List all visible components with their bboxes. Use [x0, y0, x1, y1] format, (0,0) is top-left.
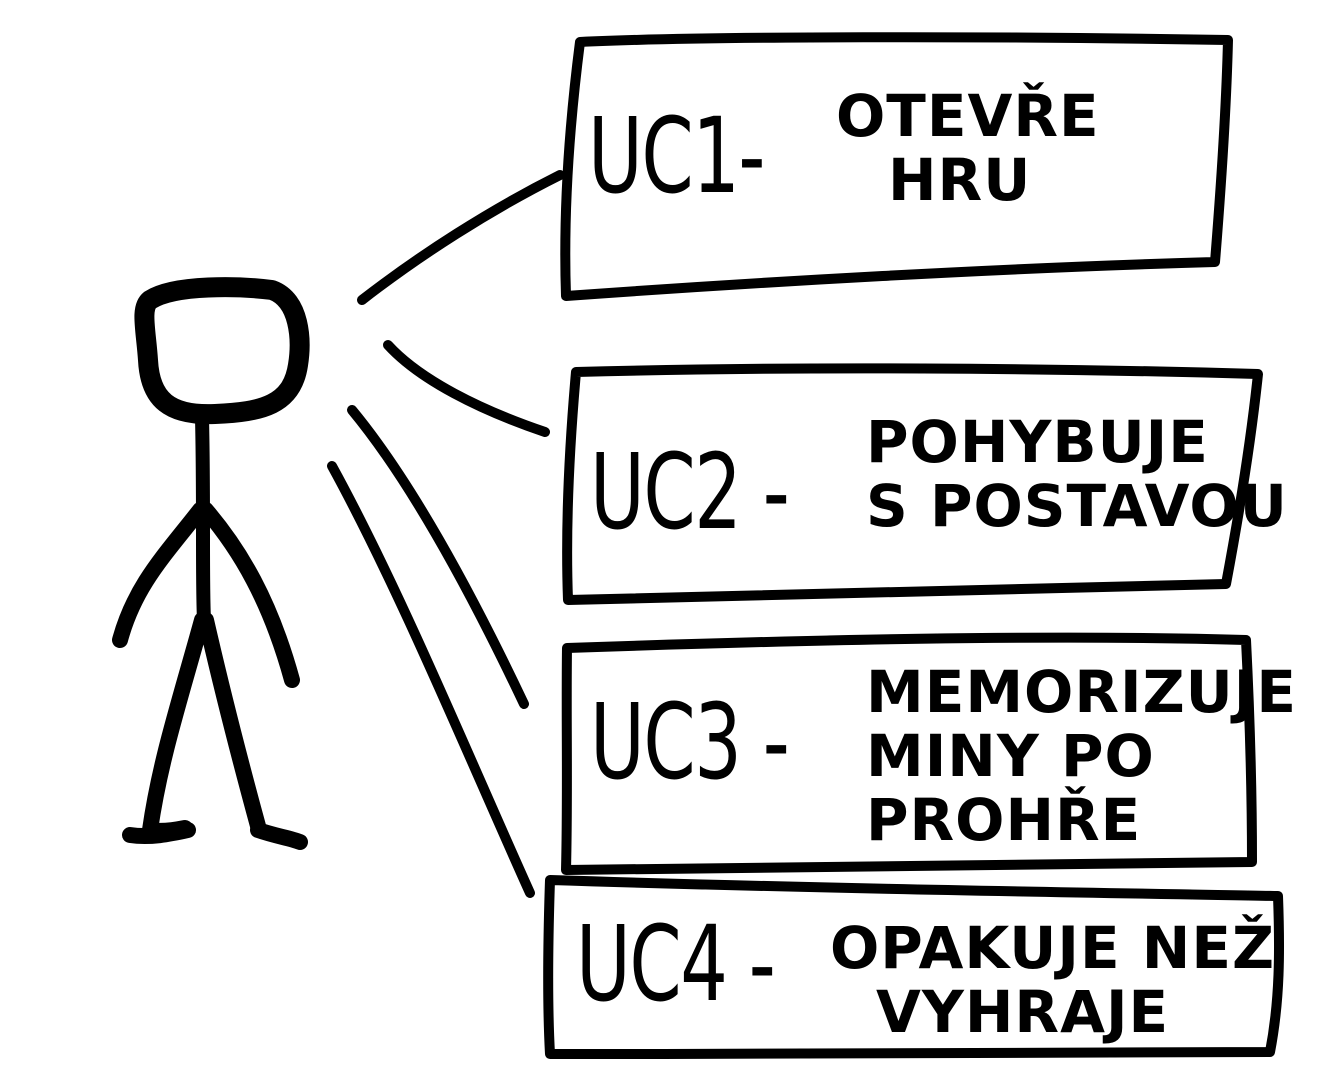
uc4-description: OPAKUJE NEŽ VYHRAJE — [830, 916, 1275, 1044]
uc2-box — [562, 363, 1263, 605]
uc1-id: UC1- — [588, 95, 765, 217]
actor-head — [134, 277, 310, 425]
uc3-description: MEMORIZUJE MINY PO PROHŘE — [866, 660, 1297, 852]
uc2-line-1: POHYBUJE — [866, 408, 1209, 476]
uc4-id: UC4 - — [576, 903, 776, 1025]
uc2-line-2: S POSTAVOU — [866, 472, 1288, 540]
connector-uc2 — [383, 340, 550, 437]
connector-uc4 — [327, 461, 535, 898]
uc4-box — [543, 875, 1285, 1059]
uc4-line-2: VYHRAJE — [876, 978, 1170, 1046]
uc4-line-1: OPAKUJE NEŽ — [830, 914, 1276, 982]
connectors — [327, 170, 565, 898]
actor-left-foot — [122, 822, 196, 845]
connector-uc1 — [357, 170, 565, 305]
actor-right-leg — [198, 612, 266, 834]
uc1-line-2: HRU — [888, 146, 1032, 214]
uc3-line-1: MEMORIZUJE — [866, 658, 1297, 726]
uc3-line-2: MINY PO — [866, 722, 1155, 790]
connector-uc3 — [347, 405, 529, 709]
actor-left-arm — [112, 502, 208, 648]
uc3-box — [561, 632, 1257, 875]
uc3-line-3: PROHŘE — [866, 786, 1142, 854]
actor-body — [195, 411, 211, 627]
uc1-box — [560, 32, 1233, 301]
uc3-id: UC3 - — [590, 681, 790, 803]
actor-left-leg — [142, 612, 210, 839]
use-case-boxes — [543, 32, 1285, 1059]
uc2-description: POHYBUJE S POSTAVOU — [866, 410, 1288, 538]
actor-right-arm — [198, 502, 300, 688]
uc1-line-1: OTEVŘE — [836, 82, 1100, 150]
actor-right-foot — [250, 822, 308, 850]
uc1-description: OTEVŘE HRU — [836, 84, 1100, 212]
uc2-id: UC2 - — [590, 431, 790, 553]
stick-figure-actor — [112, 277, 310, 850]
